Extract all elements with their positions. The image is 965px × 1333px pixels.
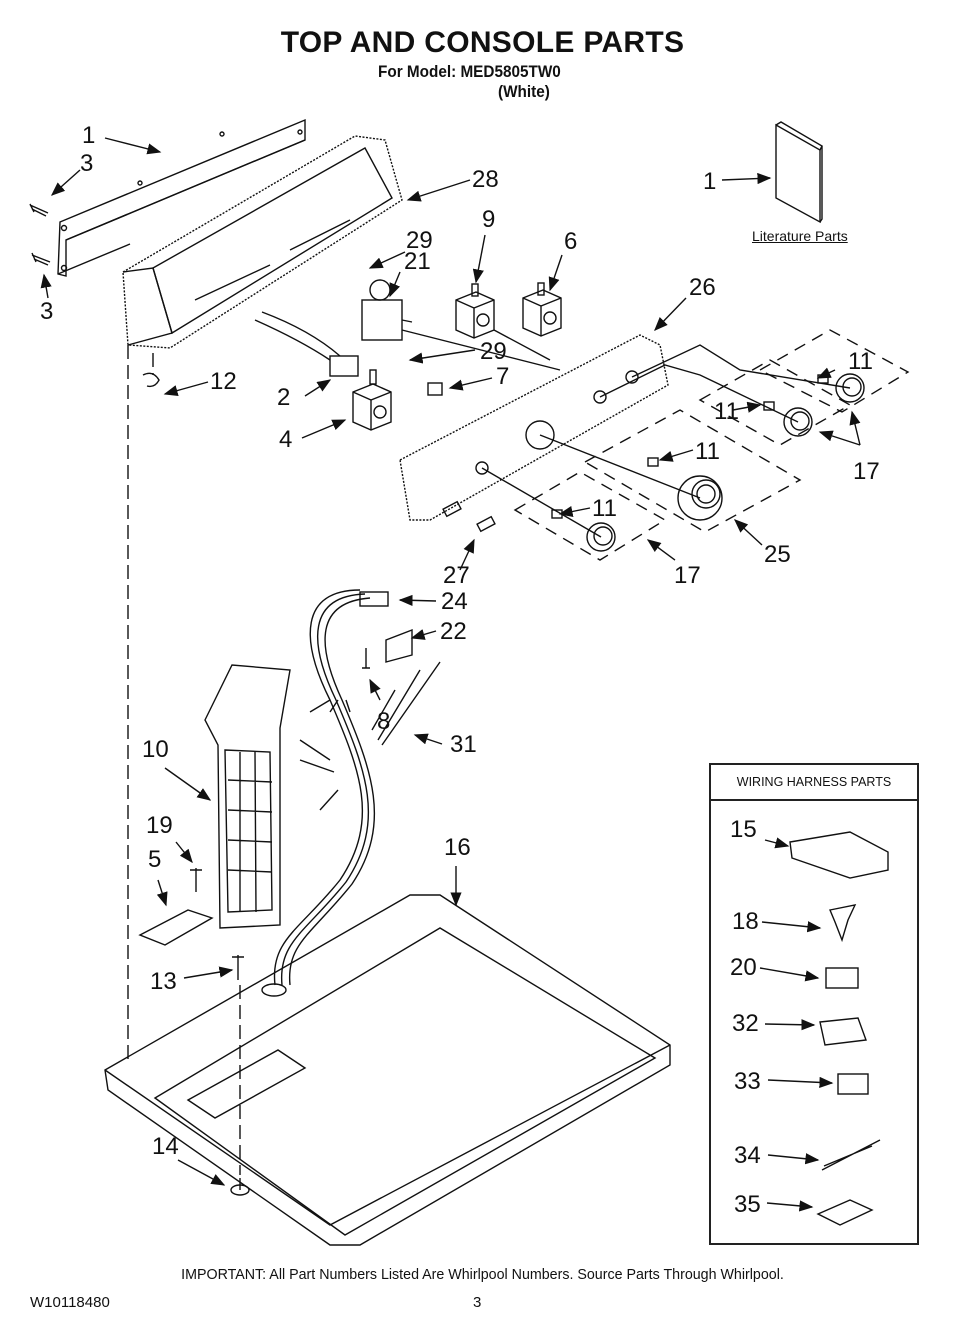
harness-callout-32: 32 — [732, 1010, 759, 1037]
harness-callout-20: 20 — [730, 954, 757, 981]
wiring-harness-parts-box: WIRING HARNESS PARTS — [709, 763, 919, 1245]
important-note: IMPORTANT: All Part Numbers Listed Are W… — [181, 1266, 784, 1283]
callout-4: 4 — [279, 426, 293, 453]
screw-19 — [190, 868, 202, 892]
bracket-5 — [138, 909, 214, 946]
document-id: W10118480 — [30, 1294, 110, 1311]
screw-13 — [232, 955, 244, 980]
callout-24: 24 — [441, 588, 468, 615]
callout-11: 11 — [695, 438, 720, 465]
console-housing — [122, 135, 403, 349]
dryer-top — [104, 894, 671, 1246]
screw-8 — [362, 648, 370, 669]
console-rear-panel — [57, 118, 306, 277]
callout-3: 3 — [80, 150, 94, 177]
leader-arrows — [40, 137, 861, 1186]
switch-6 — [522, 282, 562, 337]
literature-parts-label: Literature Parts — [752, 228, 848, 244]
callout-11: 11 — [592, 495, 617, 522]
screw-icon — [29, 203, 51, 266]
callout-22: 22 — [440, 618, 467, 645]
model-line: For Model: MED5805TW0 — [378, 62, 561, 81]
wiring-harness-31 — [273, 589, 441, 986]
callout-27: 27 — [443, 562, 470, 589]
callout-25: 25 — [764, 541, 791, 568]
wire-connector-2 — [254, 311, 359, 377]
dashed-guide-lines — [127, 345, 241, 1190]
harness-callout-34: 34 — [734, 1142, 761, 1169]
callout-29: 29 — [480, 338, 507, 365]
callout-29: 29 — [406, 227, 433, 254]
washer-14 — [230, 1184, 250, 1196]
switch-4 — [352, 369, 392, 431]
callout-8: 8 — [377, 708, 391, 735]
callout-16: 16 — [444, 834, 471, 861]
knob-icon — [586, 373, 865, 552]
harness-part-icons — [789, 831, 889, 1226]
callout-12: 12 — [210, 368, 237, 395]
wiring-harness-title: WIRING HARNESS PARTS — [711, 765, 917, 801]
callout-17: 17 — [674, 562, 701, 589]
harness-callout-35: 35 — [734, 1191, 761, 1218]
harness-callout-15: 15 — [730, 816, 757, 843]
callout-2: 2 — [277, 384, 291, 411]
harness-callout-18: 18 — [732, 908, 759, 935]
callout-1: 1 — [82, 122, 96, 149]
callout-17: 17 — [853, 458, 880, 485]
callout-28: 28 — [472, 166, 499, 193]
callout-5: 5 — [148, 846, 162, 873]
page-number: 3 — [473, 1294, 482, 1311]
literature-booklet-icon — [775, 121, 823, 224]
callout-26: 26 — [689, 274, 716, 301]
harness-callout-33: 33 — [734, 1068, 761, 1095]
callout-11: 11 — [848, 348, 873, 375]
callout-14: 14 — [152, 1133, 179, 1160]
clip-12 — [142, 372, 160, 388]
callout-9: 9 — [482, 206, 496, 233]
bracket-22 — [385, 628, 413, 663]
callout-13: 13 — [150, 968, 177, 995]
terminal-24 — [359, 591, 389, 607]
callout-10: 10 — [142, 736, 169, 763]
callout-7: 7 — [496, 363, 510, 390]
clip-7 — [427, 382, 443, 396]
callout-literature-1: 1 — [703, 168, 717, 195]
callout-11: 11 — [714, 398, 739, 425]
shaft-lines — [401, 329, 851, 538]
color-line: (White) — [498, 82, 550, 101]
callout-21: 21 — [404, 248, 431, 275]
switch-9 — [455, 283, 495, 339]
lint-filter — [204, 664, 291, 929]
callout-6: 6 — [564, 228, 578, 255]
callout-31: 31 — [450, 731, 477, 758]
callout-19: 19 — [146, 812, 173, 839]
control-panel — [399, 334, 669, 533]
callout-3: 3 — [40, 298, 54, 325]
page-title: TOP AND CONSOLE PARTS — [280, 26, 685, 59]
harness-leader-arrows — [759, 837, 834, 1212]
dashed-knob-outlines — [513, 329, 910, 561]
